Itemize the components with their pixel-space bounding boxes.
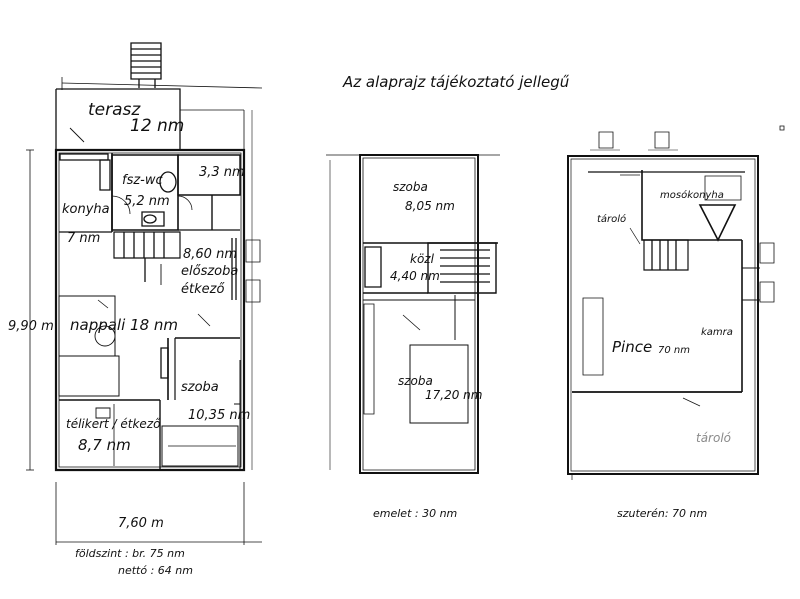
winter-garden-area: 8,7 nm [78,436,131,454]
basement-plan [568,150,760,480]
upper-room2-area: 17,20 nm [425,388,483,402]
basement-caption: szuterén: 70 nm [617,507,708,520]
dining-label: étkező [181,282,225,297]
bedroom-label: szoba [181,380,219,395]
ground-floor-plan [26,43,262,545]
bedroom-area: 10,35 nm [188,408,251,423]
wc-label: fsz-wc [122,173,163,188]
width-dimension: 7,60 m [118,516,164,531]
cellar-label: Pince [612,338,653,356]
cellar-area: 70 nm [658,345,690,356]
hall-label: előszoba [181,264,239,279]
landing-label: közl [410,252,434,266]
ground-floor-net-area: nettó : 64 nm [118,564,193,577]
ground-floor-gross-area: földszint : br. 75 nm [75,547,185,560]
pantry-label: kamra [701,327,733,338]
height-dimension: 9,90 m [8,319,54,334]
upper-room1-area: 8,05 nm [405,199,455,213]
terrace-label: terasz [88,100,141,120]
small-room-area: 3,3 nm [199,165,245,180]
upper-floor-caption: emelet : 30 nm [373,507,458,520]
landing-area: 4,40 nm [390,269,440,283]
winter-garden-label: télikert / étkező [66,417,161,431]
upper-room2-label: szoba [398,374,433,388]
kitchen-area: 7 nm [67,231,101,246]
laundry-label: mosókonyha [660,190,724,201]
dimension-tag-marks [246,126,784,302]
plan-disclaimer: Az alaprajz tájékoztató jellegű [343,73,570,91]
wc-area: 5,2 nm [124,194,170,209]
storage-label-bottom: tároló [696,431,732,445]
upper-floor-plan [326,155,500,473]
kitchen-label: konyha [62,202,110,217]
terrace-area: 12 nm [130,116,185,136]
upper-room1-label: szoba [393,180,428,194]
living-room-label: nappali 18 nm [70,316,179,334]
hall-area: 8,60 nm [183,247,237,262]
storage-label-top: tároló [597,214,627,225]
